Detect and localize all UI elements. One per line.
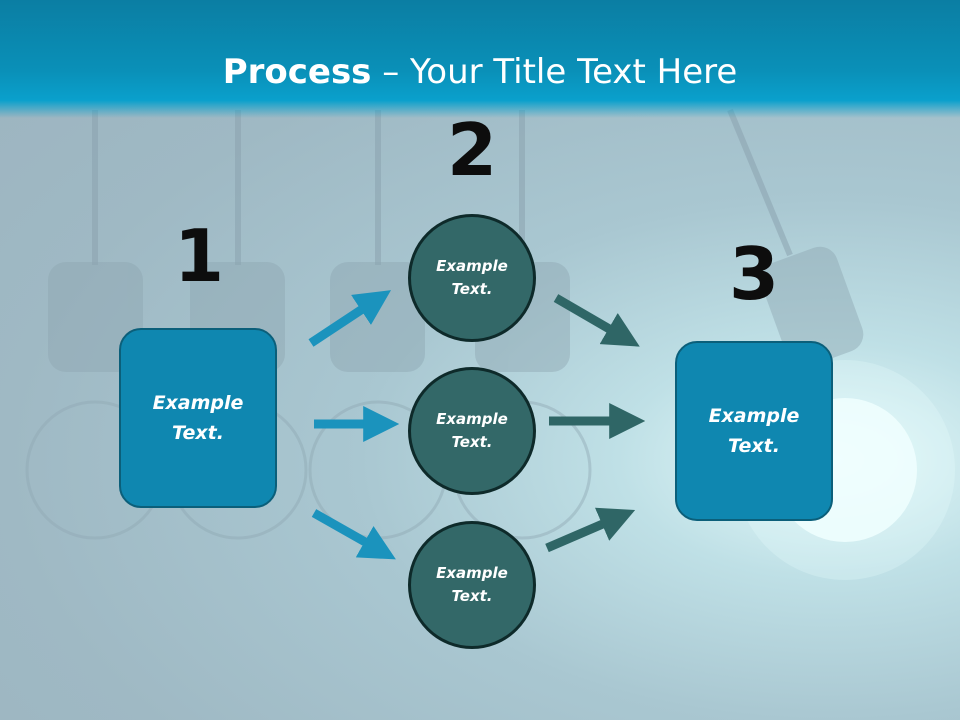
step-2-circle-middle[interactable]: Example Text.	[408, 367, 536, 495]
step-3-text-line1: Example	[708, 405, 800, 427]
step-1-text-line2: Text.	[172, 422, 224, 444]
circle-top-text-line2: Text.	[451, 280, 493, 298]
step-2-circle-bottom[interactable]: Example Text.	[408, 521, 536, 649]
page-title: Process – Your Title Text Here	[0, 50, 960, 94]
step-number-1: 1	[173, 214, 225, 298]
step-number-2: 2	[446, 108, 498, 192]
step-3-text-line2: Text.	[728, 435, 780, 457]
circle-bottom-text-line1: Example	[436, 564, 508, 582]
circle-top-text-line1: Example	[436, 257, 508, 275]
circle-middle-text-line2: Text.	[451, 433, 493, 451]
title-bold: Process	[222, 52, 372, 92]
step-3-box[interactable]: Example Text.	[675, 341, 833, 521]
step-1-text-line1: Example	[152, 392, 244, 414]
step-2-circle-top[interactable]: Example Text.	[408, 214, 536, 342]
step-number-3: 3	[728, 232, 780, 316]
circle-bottom-text-line2: Text.	[451, 587, 493, 605]
circle-middle-text-line1: Example	[436, 410, 508, 428]
header-bar	[0, 0, 960, 118]
step-1-box[interactable]: Example Text.	[119, 328, 277, 508]
title-rest: – Your Title Text Here	[371, 52, 738, 92]
